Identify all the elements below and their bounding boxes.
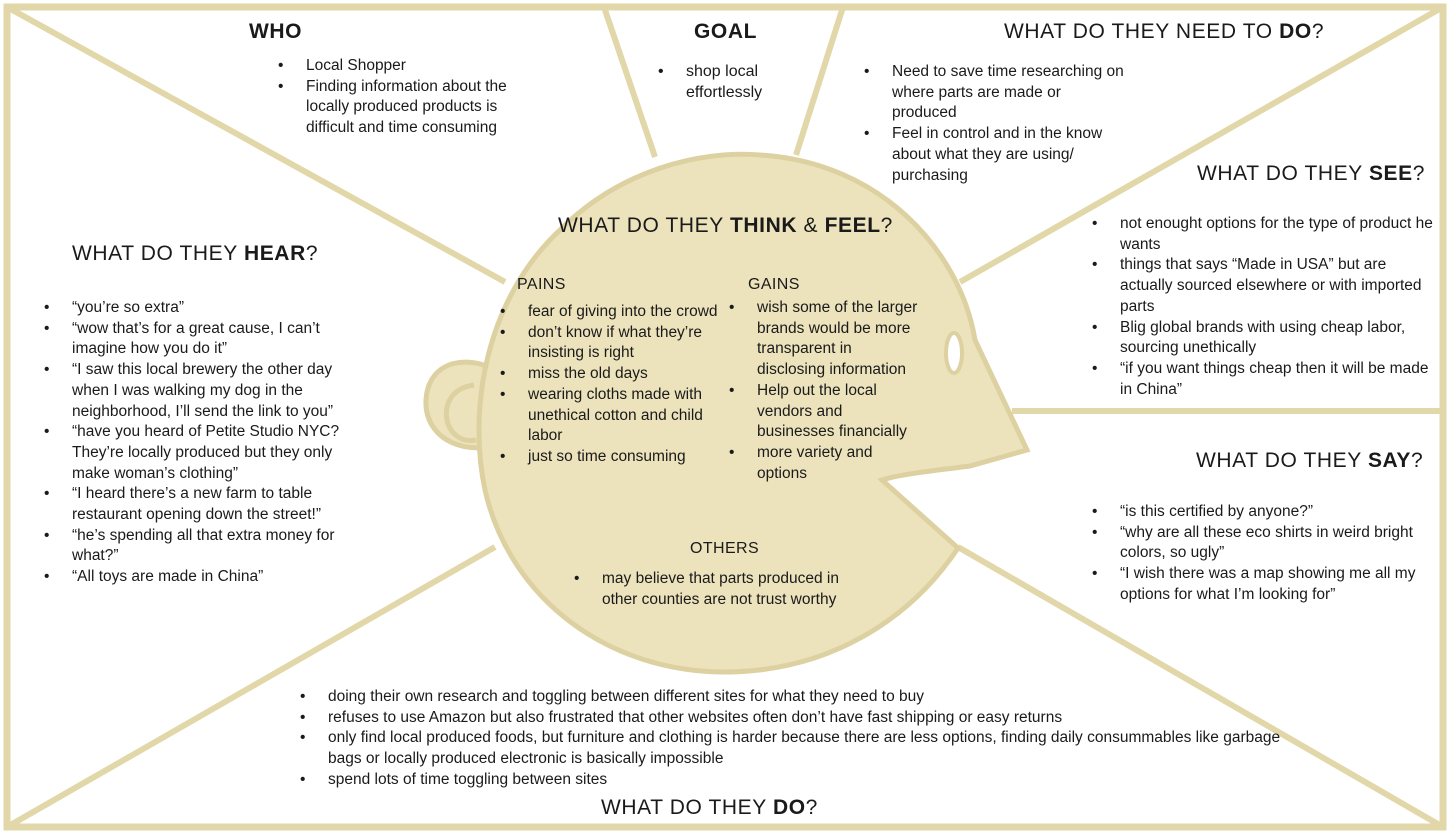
hear-item: “All toys are made in China”	[44, 567, 369, 588]
need-item: Need to save time researching on where p…	[864, 62, 1129, 124]
gains-item: more variety and options	[729, 443, 919, 484]
pains-item: don’t know if what they’re insisting is …	[500, 323, 728, 364]
hear-item: “I heard there’s a new farm to table res…	[44, 484, 369, 525]
say-title: WHAT DO THEY SAY?	[1196, 449, 1424, 472]
head-eye	[944, 331, 964, 375]
goal-item: shop local effortlessly	[658, 62, 793, 103]
gains-item: wish some of the larger brands would be …	[729, 298, 919, 381]
say-item: “I wish there was a map showing me all m…	[1092, 564, 1422, 605]
others-section: may believe that parts produced in other…	[574, 569, 874, 610]
divider-goal-left	[601, 6, 658, 158]
others-list: may believe that parts produced in other…	[574, 569, 874, 610]
do-item: refuses to use Amazon but also frustrate…	[300, 708, 1290, 729]
say-section: “is this certified by anyone?” “why are …	[1092, 502, 1422, 606]
goal-list: shop local effortlessly	[658, 62, 793, 103]
hear-item: “I saw this local brewery the other day …	[44, 360, 369, 422]
gains-section: wish some of the larger brands would be …	[729, 298, 919, 484]
do-title: WHAT DO THEY DO?	[601, 796, 818, 819]
say-list: “is this certified by anyone?” “why are …	[1092, 502, 1422, 606]
see-item: “if you want things cheap then it will b…	[1092, 359, 1437, 400]
gains-label: GAINS	[748, 276, 800, 293]
need-title: WHAT DO THEY NEED TO DO?	[1004, 20, 1325, 43]
need-section: Need to save time researching on where p…	[864, 62, 1129, 186]
say-item: “why are all these eco shirts in weird b…	[1092, 523, 1422, 564]
others-item: may believe that parts produced in other…	[574, 569, 874, 610]
divider-top-left	[5, 4, 507, 285]
pains-list: fear of giving into the crowd don’t know…	[500, 302, 728, 468]
do-list: doing their own research and toggling be…	[300, 687, 1290, 791]
pains-item: wearing cloths made with unethical cotto…	[500, 385, 728, 447]
divider-goal-right	[793, 6, 846, 156]
hear-title: WHAT DO THEY HEAR?	[72, 242, 319, 265]
pains-label: PAINS	[517, 276, 566, 293]
goal-title: GOAL	[694, 20, 758, 43]
see-list: not enought options for the type of prod…	[1092, 214, 1437, 400]
goal-section: shop local effortlessly	[658, 62, 793, 103]
do-item: spend lots of time toggling between site…	[300, 770, 1290, 791]
hear-list: “you’re so extra” “wow that’s for a grea…	[44, 298, 369, 588]
gains-item: Help out the local vendors and businesse…	[729, 381, 919, 443]
do-item: doing their own research and toggling be…	[300, 687, 1290, 708]
who-title: WHO	[249, 20, 303, 43]
who-item: Finding information about the locally pr…	[278, 77, 548, 139]
pains-item: miss the old days	[500, 364, 728, 385]
hear-item: “you’re so extra”	[44, 298, 369, 319]
say-item: “is this certified by anyone?”	[1092, 502, 1422, 523]
outer-frame	[3, 3, 1447, 831]
see-item: things that says “Made in USA” but are a…	[1092, 255, 1437, 317]
section-dividers	[5, 4, 1445, 830]
need-list: Need to save time researching on where p…	[864, 62, 1129, 186]
who-section: Local Shopper Finding information about …	[278, 56, 548, 139]
hear-section: “you’re so extra” “wow that’s for a grea…	[44, 298, 369, 588]
need-item: Feel in control and in the know about wh…	[864, 124, 1129, 186]
who-list: Local Shopper Finding information about …	[278, 56, 548, 139]
who-item: Local Shopper	[278, 56, 548, 77]
gains-list: wish some of the larger brands would be …	[729, 298, 919, 484]
hear-item: “wow that’s for a great cause, I can’t i…	[44, 319, 369, 360]
think-feel-title: WHAT DO THEY THINK & FEEL?	[558, 214, 893, 237]
divider-top-right	[958, 4, 1445, 285]
hear-item: “he’s spending all that extra money for …	[44, 526, 369, 567]
see-section: not enought options for the type of prod…	[1092, 214, 1437, 400]
do-item: only find local produced foods, but furn…	[300, 728, 1290, 769]
see-title: WHAT DO THEY SEE?	[1197, 162, 1426, 185]
pains-section: fear of giving into the crowd don’t know…	[500, 302, 728, 468]
pains-item: fear of giving into the crowd	[500, 302, 728, 323]
pains-item: just so time consuming	[500, 447, 728, 468]
divider-bottom-left	[5, 544, 497, 830]
do-section: doing their own research and toggling be…	[300, 687, 1290, 791]
see-item: Blig global brands with using cheap labo…	[1092, 318, 1437, 359]
others-label: OTHERS	[690, 540, 760, 557]
see-item: not enought options for the type of prod…	[1092, 214, 1437, 255]
hear-item: “have you heard of Petite Studio NYC? Th…	[44, 422, 369, 484]
